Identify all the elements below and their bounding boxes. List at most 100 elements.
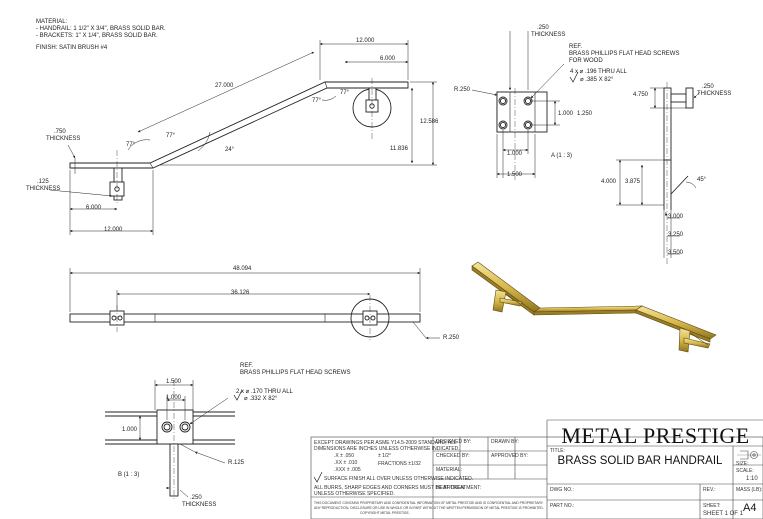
drawing-title: BRASS SOLID BAR HANDRAIL xyxy=(557,455,723,467)
detail-a-label: A (1 : 3) xyxy=(551,153,573,159)
angle-77-b: 77° xyxy=(340,90,350,96)
detail-b-label: B (1 : 3) xyxy=(118,472,140,478)
tb-rev-label: REV.: xyxy=(703,487,716,493)
dim-4000: 4.000 xyxy=(601,179,617,185)
top-view-dimensions xyxy=(49,40,437,235)
dim-12586: 12.586 xyxy=(420,119,439,125)
dim-48094: 48.094 xyxy=(233,266,252,272)
tb-tol-xx: .XX ± .010 xyxy=(334,460,358,466)
dim-6000-top: 6.000 xyxy=(380,56,396,62)
side-view xyxy=(663,82,694,264)
front-view xyxy=(69,295,421,340)
dim-3875: 3.875 xyxy=(625,179,641,185)
ref-label: REF. xyxy=(569,44,583,50)
rail-lower xyxy=(69,81,409,169)
thickness-750-label: THICKNESS xyxy=(46,136,81,142)
material-brackets: - BRACKETS: 1" X 1/4", BRASS SOLID BAR. xyxy=(36,33,158,39)
bracket-thickness-label: THICKNESS xyxy=(531,32,566,38)
detail-b-hole-spec1: 2 x ⌀ .170 THRU ALL xyxy=(236,389,293,395)
angle-77-c: 77° xyxy=(166,133,176,139)
surface-finish-icon xyxy=(313,471,323,483)
bracket-detail-a xyxy=(496,88,548,180)
radius-250: R.250 xyxy=(454,87,471,93)
front-radius: R.250 xyxy=(443,335,460,341)
tb-drawn-by: DRAWN BY: xyxy=(491,439,519,445)
angle-45: 45° xyxy=(697,177,707,183)
tb-edges-line1: ALL BURRS, SHARP EDGES AND CORNERS MUST … xyxy=(314,485,465,491)
dim-11836: 11.836 xyxy=(390,146,408,152)
dim-6000-bottom: 6.000 xyxy=(86,205,102,211)
dim-3250: 3.250 xyxy=(668,232,684,238)
side-thickness: .250 xyxy=(702,84,714,90)
detail-b-screws: BRASS PHILLIPS FLAT HEAD SCREWS xyxy=(240,370,351,376)
tb-edges-line2: UNLESS OTHERWISE SPECIFIED. xyxy=(314,491,395,497)
tb-dwg-no-label: DWG NO.: xyxy=(550,487,574,493)
detail-b-ref: REF. xyxy=(240,363,254,369)
detail-b xyxy=(105,380,235,500)
tb-title-label: TITLE: xyxy=(550,448,566,454)
tb-confidential-3: COPYRIGHT METAL PRESTIGE. xyxy=(360,511,410,515)
tb-notes-line1: EXCEPT DRAWINGS PER ASME Y14.5-2009 STAN… xyxy=(314,440,457,446)
tb-sheet-label: SHEET: xyxy=(703,503,721,509)
thickness-125: .125 xyxy=(37,179,49,185)
tb-confidential-1: THIS DOCUMENT CONTAINS PROPRIETARY AND C… xyxy=(314,501,544,505)
thickness-750: .750 xyxy=(54,129,66,135)
tb-material: MATERIAL: xyxy=(436,467,463,473)
front-view-dims xyxy=(69,268,440,340)
detail-b-thickness: .250 xyxy=(190,495,202,501)
company-name: METAL PRESTIGE xyxy=(561,423,750,448)
detail-b-hole-spec2: ⌀ .332 X 82° xyxy=(244,396,278,402)
dim-4750: 4.750 xyxy=(633,92,649,98)
tb-size-label: SIZE: xyxy=(736,461,749,467)
tb-checked-by: CHECKED BY: xyxy=(436,453,470,459)
tb-tol-xxx: .XXX ± .005 xyxy=(334,467,361,473)
dim-1000a: 1.000 xyxy=(558,111,574,117)
detail-b-dims xyxy=(138,380,229,498)
tb-scale: 1:10 xyxy=(746,476,758,482)
surface-finish-icon-detail-a xyxy=(569,71,579,83)
dim-3000: 3.000 xyxy=(668,214,684,220)
tb-scale-label: SCALE: xyxy=(736,468,754,474)
bracket-thickness: .250 xyxy=(537,25,549,31)
material-header: MATERIAL: xyxy=(36,19,68,25)
tb-designed-by: DESIGNED BY: xyxy=(436,439,472,445)
detail-b-thickness-label: THICKNESS xyxy=(182,502,217,508)
dim-1500: 1.500 xyxy=(507,172,523,178)
title-block-frame xyxy=(310,419,763,519)
bracket-detail-a-dims xyxy=(471,31,565,178)
detail-b-dim-1000b: 1.000 xyxy=(122,427,138,433)
finish-note: FINISH: SATIN BRUSH #4 xyxy=(36,45,108,51)
tb-tol-x: .X ± .050 xyxy=(334,453,354,459)
dim-12000-top: 12.000 xyxy=(356,38,375,44)
detail-b-radius: R.125 xyxy=(228,460,245,466)
angle-24: 24° xyxy=(225,147,235,153)
angle-77-a: 77° xyxy=(312,98,322,104)
surface-finish-icon-detail-b xyxy=(233,389,243,401)
tb-surface-note: SURFACE FINISH ALL OVER UNLESS OTHERWISE… xyxy=(324,476,474,482)
tb-size: A4 xyxy=(743,502,757,514)
side-thickness-label: THICKNESS xyxy=(697,91,732,97)
side-view-dims xyxy=(616,87,701,258)
tb-heat-treatment: HEAT TREATMENT: xyxy=(436,485,482,491)
handrail-3d-render xyxy=(471,261,717,353)
angle-77-d: 77° xyxy=(126,142,136,148)
hole-spec1: 4 x ⌀ .196 THRU ALL xyxy=(570,69,627,75)
thickness-125-label: THICKNESS xyxy=(26,186,61,192)
tb-tol-fraction: FRACTIONS ±1/32 xyxy=(378,461,421,467)
detail-b-dim-1000a: 1.000 xyxy=(166,395,182,401)
dim-36126: 36.126 xyxy=(231,290,250,296)
dim-1000b: 1.000 xyxy=(507,151,523,157)
tb-confidential-2: ANY REPRODUCTION, DISCLOSURE OR USE IN W… xyxy=(314,506,544,510)
screws-line1: BRASS PHILLIPS FLAT HEAD SCREWS xyxy=(569,51,680,57)
tb-part-no-label: PART NO.: xyxy=(550,503,575,509)
top-view xyxy=(69,78,409,205)
dim-1250: 1.250 xyxy=(577,111,593,117)
tb-approved-by: APPROVED BY: xyxy=(491,453,528,459)
dim-27000: 27.000 xyxy=(215,83,234,89)
material-handrail: - HANDRAIL: 1 1/2" X 3/4", BRASS SOLID B… xyxy=(36,26,166,32)
dim-3500: 3.500 xyxy=(668,250,684,256)
detail-b-dim-1500: 1.500 xyxy=(166,379,182,385)
tb-sheet: SHEET 1 OF 1 xyxy=(703,511,743,517)
screws-line2: FOR WOOD xyxy=(569,58,603,64)
